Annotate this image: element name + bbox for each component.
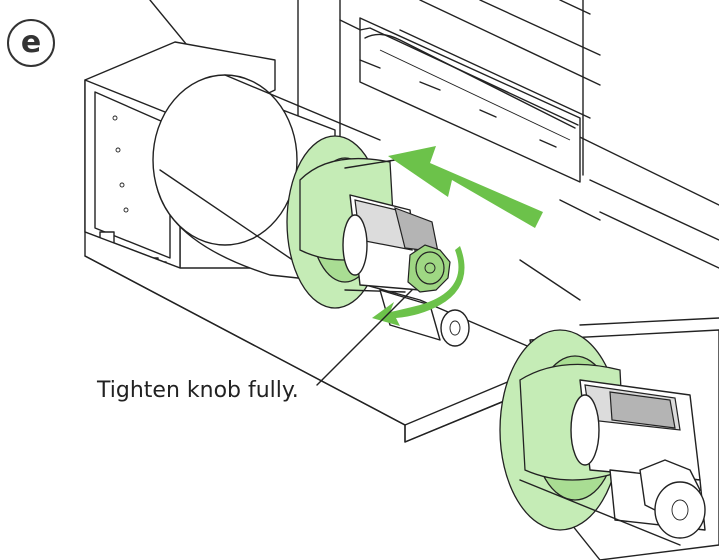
rotate-arrow-icon	[372, 246, 465, 326]
step-label: e	[7, 19, 55, 67]
knob-upper	[407, 244, 451, 293]
leader-line-knob	[316, 289, 413, 386]
callout-text: Tighten knob fully.	[97, 378, 299, 403]
printer-body	[297, 0, 719, 301]
spindle-lower	[499, 317, 719, 560]
straight-arrow-icon	[388, 146, 543, 228]
